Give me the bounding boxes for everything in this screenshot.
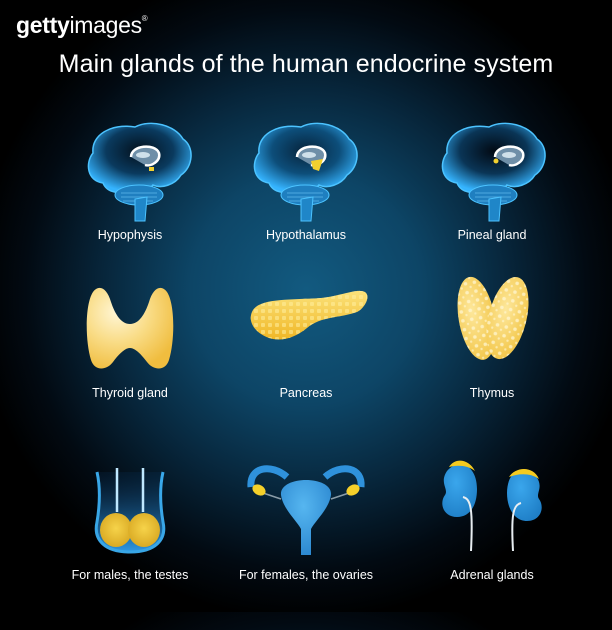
brain-hypothalamus-icon xyxy=(253,122,358,222)
ovaries-icon xyxy=(247,465,365,555)
gland-card-hypophysis: Hypophysis xyxy=(35,105,225,275)
gland-label: For males, the testes xyxy=(71,568,189,582)
page-title: Main glands of the human endocrine syste… xyxy=(58,50,554,78)
testes-icon xyxy=(94,468,166,554)
gland-label: Thymus xyxy=(469,386,515,400)
gland-label: For females, the ovaries xyxy=(238,568,374,582)
brain-pineal-icon xyxy=(441,122,546,222)
adrenal-glands-icon xyxy=(442,460,542,552)
gland-card-testes: For males, the testes xyxy=(35,460,225,630)
gland-card-pancreas: Pancreas xyxy=(211,280,401,450)
gland-label: Hypothalamus xyxy=(266,228,346,242)
gland-label: Pineal gland xyxy=(457,228,527,242)
gland-card-thymus: Thymus xyxy=(397,270,587,440)
gland-label: Thyroid gland xyxy=(92,386,168,400)
brain-hypophysis-icon xyxy=(87,122,192,222)
gland-label: Pancreas xyxy=(279,386,333,400)
gland-label: Adrenal glands xyxy=(450,568,534,582)
watermark-brand-light: images xyxy=(69,12,142,38)
gland-label: Hypophysis xyxy=(97,228,163,242)
pancreas-icon xyxy=(250,290,368,340)
gland-card-adrenal: Adrenal glands xyxy=(397,455,587,625)
thyroid-icon xyxy=(86,287,174,369)
registered-mark: ® xyxy=(141,14,148,23)
gland-card-pineal: Pineal gland xyxy=(397,105,587,275)
gland-card-ovaries: For females, the ovaries xyxy=(211,455,401,625)
getty-images-watermark: gettyimages® xyxy=(16,12,148,39)
thymus-icon xyxy=(457,276,529,360)
gland-card-thyroid: Thyroid gland xyxy=(35,280,225,450)
gland-card-hypothalamus: Hypothalamus xyxy=(211,105,401,275)
watermark-brand-bold: getty xyxy=(16,12,70,38)
